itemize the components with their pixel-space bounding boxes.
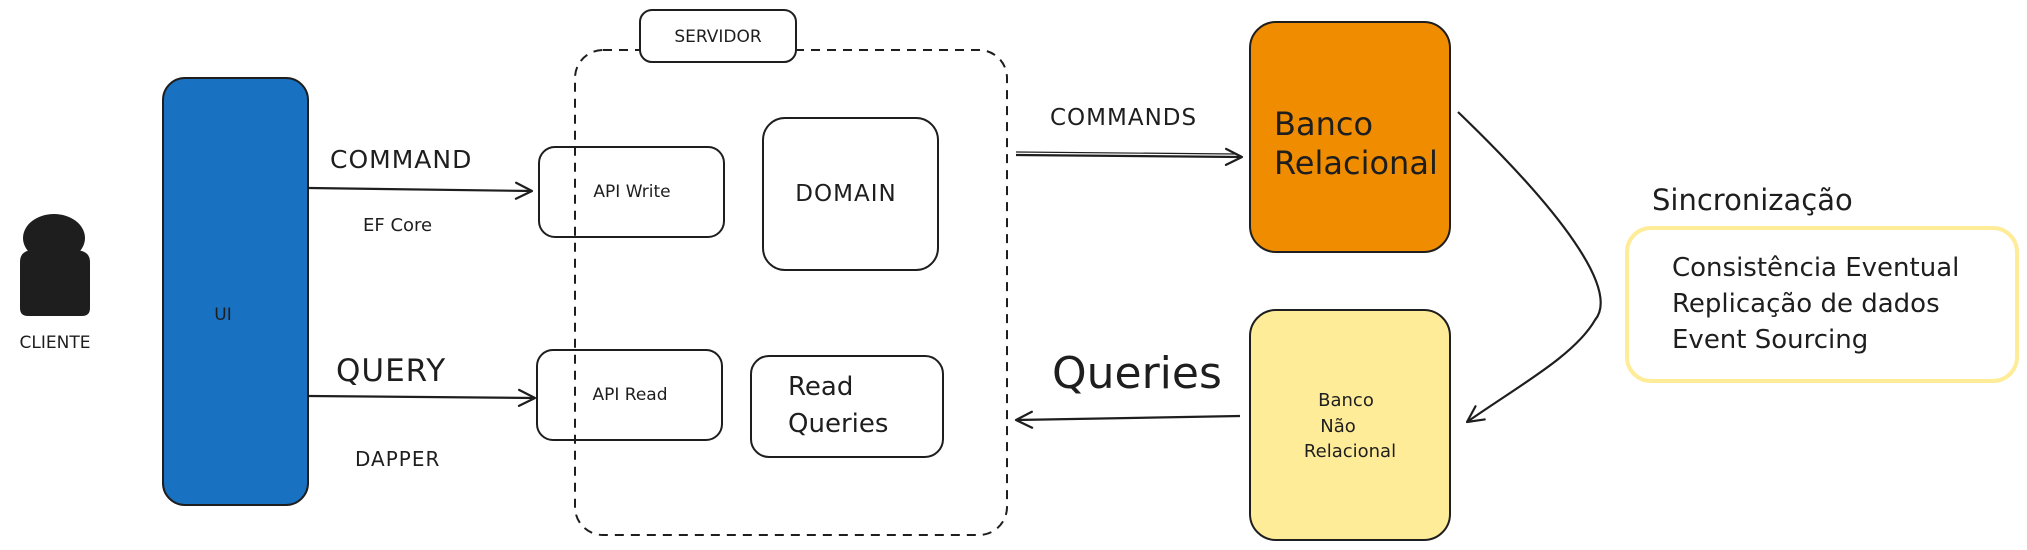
ui-label: UI xyxy=(214,305,231,325)
sync-arrow xyxy=(1457,111,1602,424)
command-sublabel: EF Core xyxy=(363,215,432,236)
server-boundary xyxy=(574,49,1008,536)
nonrelational-db-line-1: Banco xyxy=(1318,390,1374,411)
sync-item-1: Consistência Eventual xyxy=(1672,253,1959,283)
api-read-box xyxy=(536,349,723,441)
queries-arrow xyxy=(1014,410,1241,429)
domain-label: DOMAIN xyxy=(795,181,896,207)
commands-arrow-shadow xyxy=(1015,151,1237,155)
queries-label: Queries xyxy=(1052,348,1222,399)
relational-db-box xyxy=(1249,21,1451,253)
query-arrow xyxy=(308,388,537,407)
read-queries-line-1: Read xyxy=(788,372,853,402)
api-write-box xyxy=(538,146,725,238)
sync-title: Sincronização xyxy=(1652,183,1853,217)
sync-item-3: Event Sourcing xyxy=(1672,325,1868,355)
server-title: SERVIDOR xyxy=(674,27,762,47)
query-sublabel: DAPPER xyxy=(355,447,440,471)
commands-arrow xyxy=(1015,147,1244,166)
ui-box xyxy=(162,77,309,506)
nonrelational-db-line-2: Não xyxy=(1320,416,1356,437)
read-queries-line-2: Queries xyxy=(788,409,888,439)
relational-db-line-1: Banco xyxy=(1274,105,1373,143)
command-label: COMMAND xyxy=(330,145,472,174)
client-icon xyxy=(20,214,90,316)
command-arrow xyxy=(308,181,534,200)
api-read-label: API Read xyxy=(592,385,667,405)
commands-label: COMMANDS xyxy=(1050,105,1197,131)
server-title-box xyxy=(639,9,797,63)
domain-box xyxy=(762,117,939,271)
nonrelational-db-line-3: Relacional xyxy=(1304,441,1396,462)
sync-item-2: Replicação de dados xyxy=(1672,289,1940,319)
read-queries-box xyxy=(750,355,944,458)
client-label: CLIENTE xyxy=(20,333,91,353)
sync-box xyxy=(1625,226,2019,383)
relational-db-line-2: Relacional xyxy=(1274,144,1438,182)
query-label: QUERY xyxy=(336,353,446,389)
api-write-label: API Write xyxy=(593,182,670,202)
nonrelational-db-box xyxy=(1249,309,1451,541)
